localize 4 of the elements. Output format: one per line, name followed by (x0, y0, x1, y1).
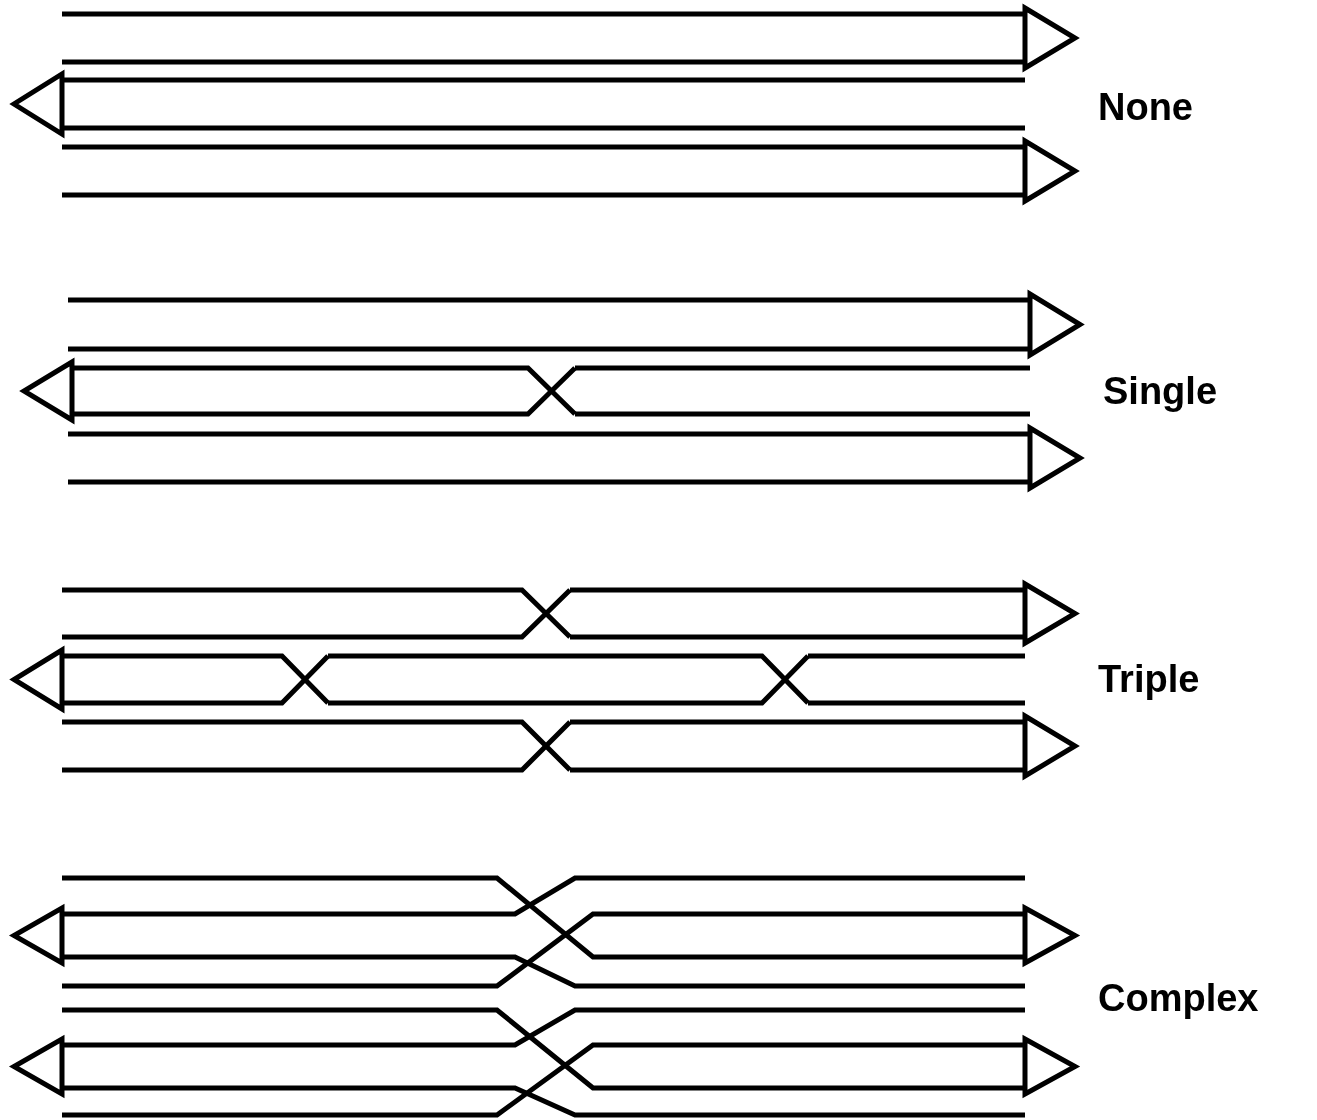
row-label: None (1098, 88, 1193, 126)
row-label: Complex (1098, 979, 1259, 1017)
row-label: Single (1103, 372, 1218, 410)
row-label: Triple (1098, 660, 1200, 698)
